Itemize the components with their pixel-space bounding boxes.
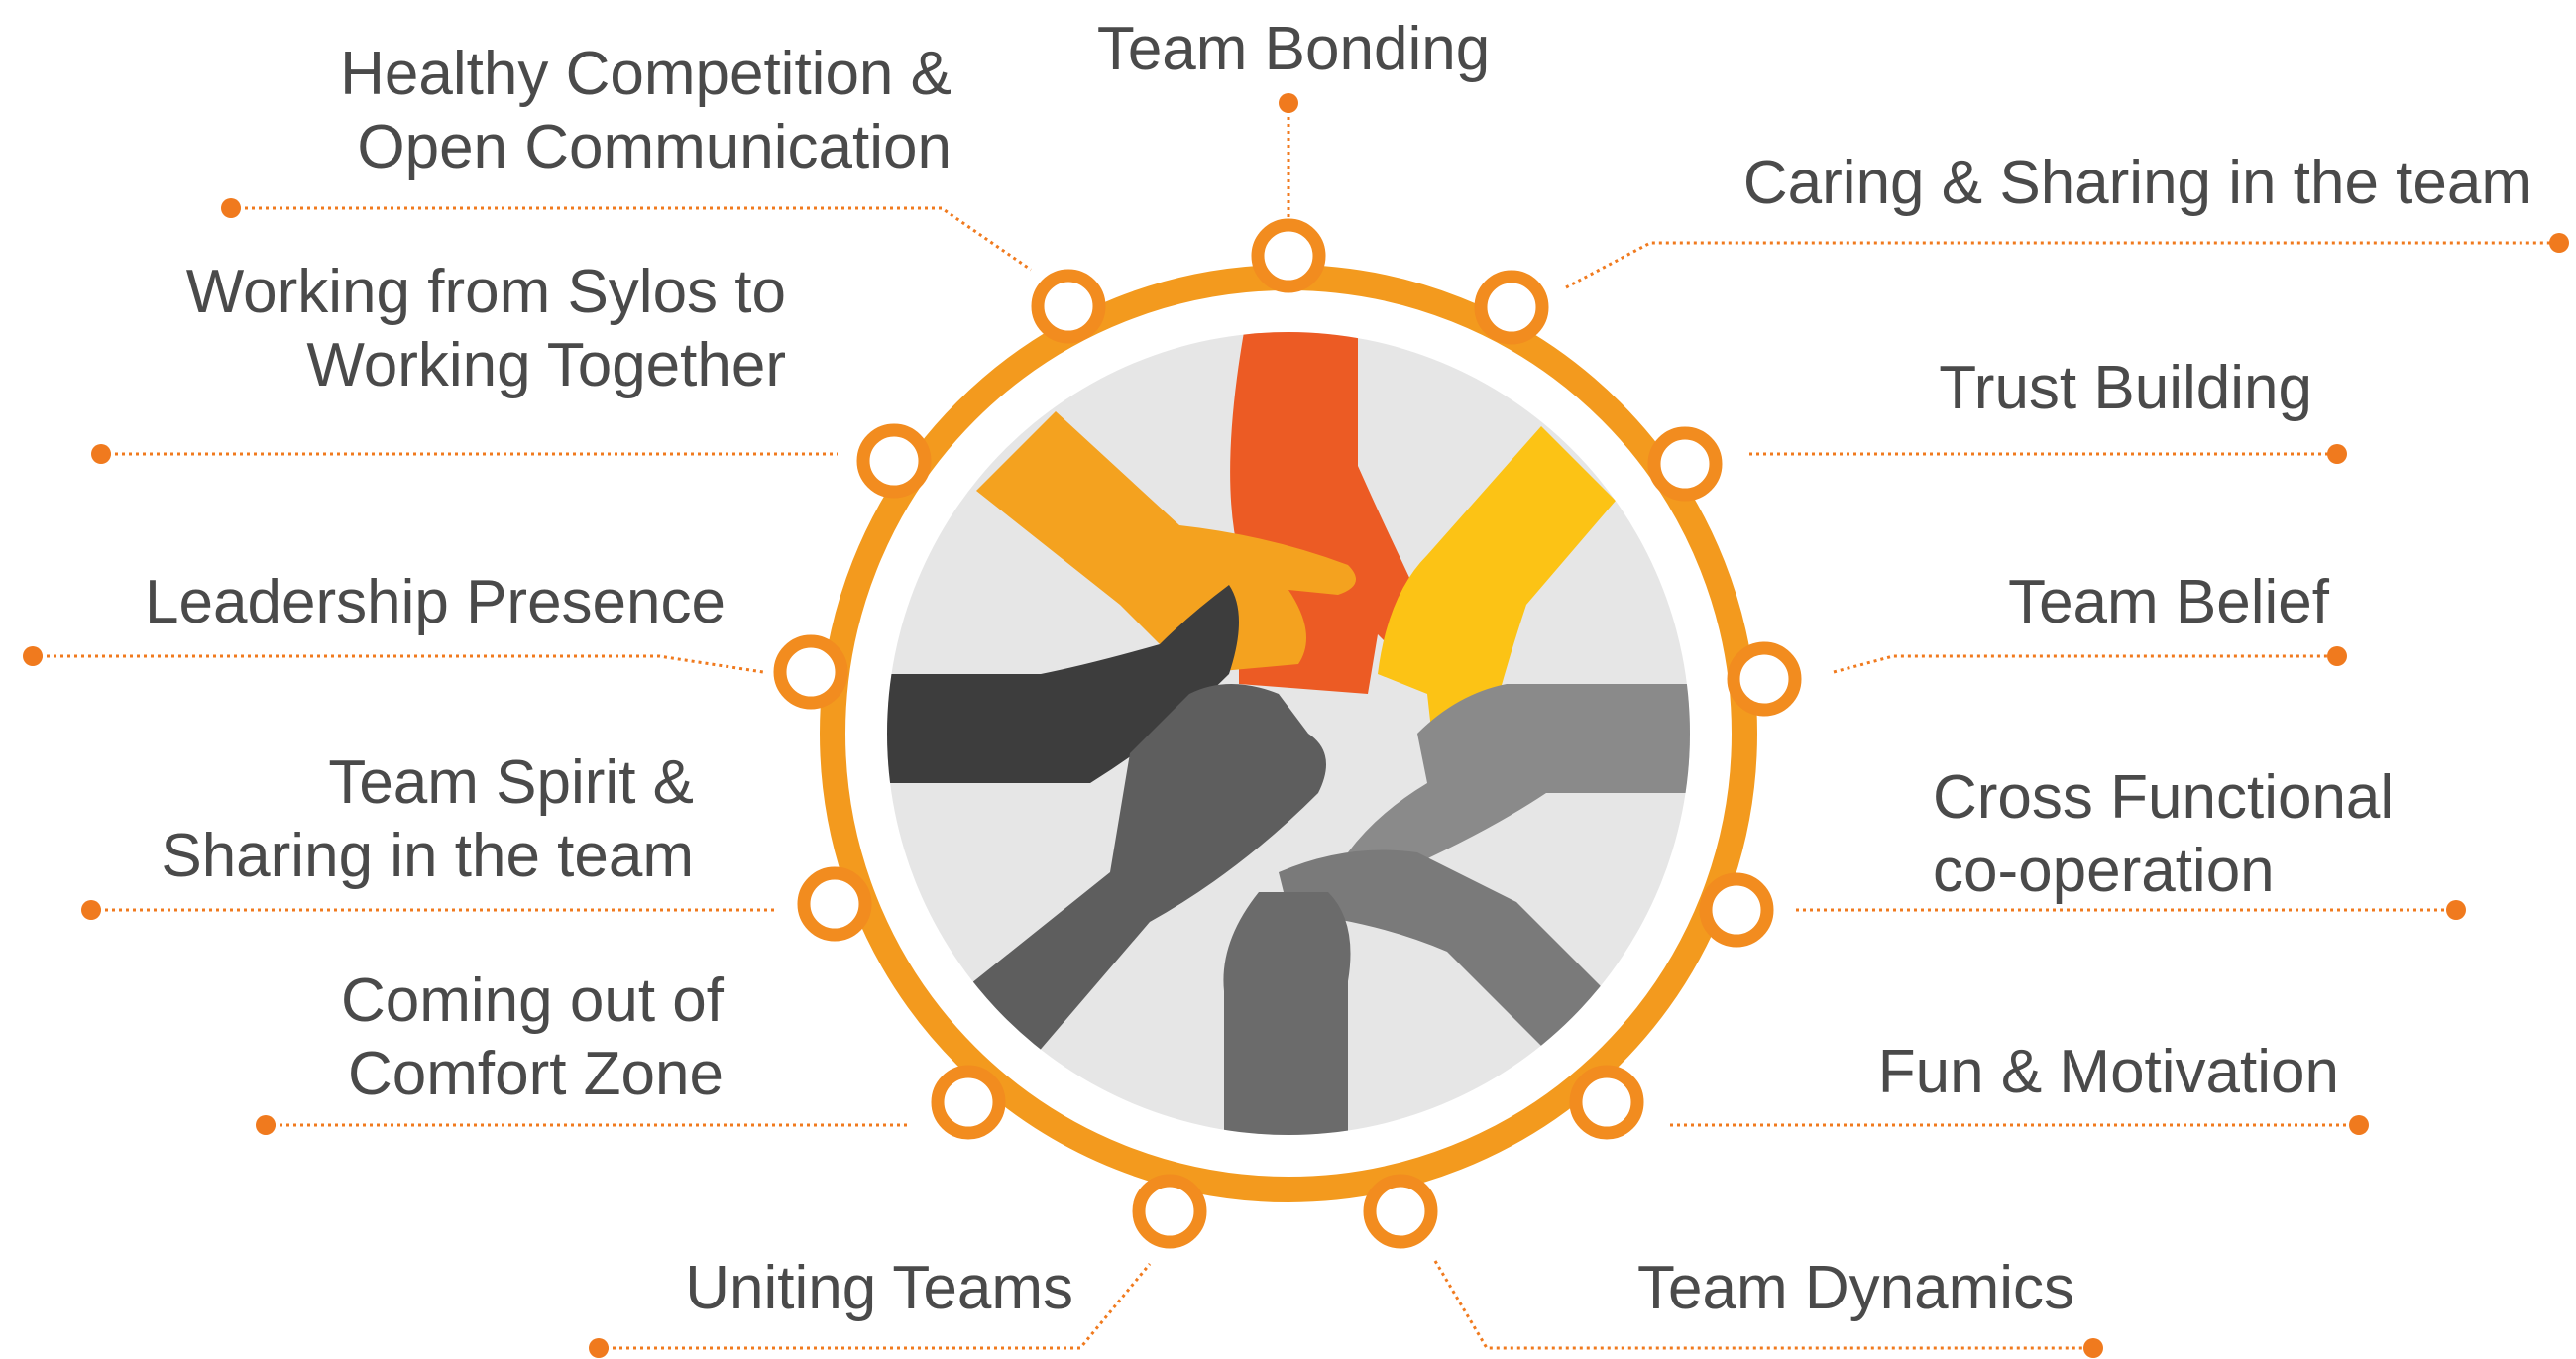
ring-node-uniting-teams [1132, 1174, 1207, 1249]
label-team-spirit-line-2: Sharing in the team [161, 822, 694, 890]
label-team-spirit-line-1: Team Spirit & [328, 748, 694, 817]
connectors-group [23, 93, 2569, 1358]
label-trust-building-line-1: Trust Building [1939, 354, 2312, 422]
connector-line-leadership-presence [33, 654, 764, 674]
connector-dot-fun-motivation [2349, 1115, 2369, 1135]
connector-dot-caring-sharing [2549, 233, 2569, 253]
connector-dot-trust-building [2327, 444, 2347, 464]
label-healthy-competition-line-2: Open Communication [357, 113, 952, 181]
ring-node-team-bonding [1251, 218, 1326, 293]
ring-node-caring-sharing [1474, 270, 1549, 345]
label-team-belief-line-1: Team Belief [2008, 568, 2330, 636]
label-team-bonding-line-1: Team Bonding [1097, 15, 1490, 83]
stacked-hands-icon [887, 332, 1690, 1135]
ring-node-working-together [856, 423, 932, 499]
ring-node-leadership-presence [773, 634, 848, 710]
connector-dot-team-spirit [81, 900, 101, 920]
ring-node-healthy-competition [1031, 269, 1106, 344]
label-team-dynamics-line-1: Team Dynamics [1637, 1254, 2074, 1322]
label-working-together-line-1: Working from Sylos to [186, 258, 786, 326]
label-comfort-zone-line-2: Comfort Zone [348, 1040, 724, 1108]
label-cross-functional-line-1: Cross Functional [1933, 763, 2394, 832]
label-uniting-teams-line-1: Uniting Teams [685, 1254, 1073, 1322]
labels-group: Team Bonding Healthy Competition &Open Co… [145, 15, 2532, 1322]
label-caring-sharing-line-1: Caring & Sharing in the team [1743, 149, 2532, 217]
connector-dot-team-belief [2327, 646, 2347, 666]
label-fun-motivation-line-1: Fun & Motivation [1878, 1038, 2339, 1106]
label-leadership-presence-line-1: Leadership Presence [145, 568, 726, 636]
ring-node-team-spirit [797, 866, 872, 942]
ring-nodes-group [773, 218, 1802, 1249]
ring-node-cross-functional [1699, 872, 1774, 948]
connector-dot-team-bonding [1279, 93, 1298, 113]
label-working-together-line-2: Working Together [306, 331, 786, 399]
ring-node-trust-building [1647, 426, 1723, 502]
ring-node-team-belief [1727, 641, 1802, 717]
label-healthy-competition-line-1: Healthy Competition & [340, 40, 952, 108]
ring-node-fun-motivation [1569, 1065, 1644, 1140]
connector-dot-working-together [91, 444, 111, 464]
connector-line-team-belief [1833, 654, 2337, 674]
connector-dot-leadership-presence [23, 646, 43, 666]
label-cross-functional-line-2: co-operation [1933, 837, 2275, 905]
connector-dot-comfort-zone [256, 1115, 276, 1135]
connector-line-healthy-competition [231, 206, 1032, 272]
label-comfort-zone-line-1: Coming out of [341, 966, 725, 1035]
connector-line-uniting-teams [599, 1263, 1152, 1350]
connector-line-caring-sharing [1565, 241, 2559, 289]
connector-dot-uniting-teams [589, 1338, 609, 1358]
connector-dot-cross-functional [2446, 900, 2466, 920]
ring-node-comfort-zone [931, 1065, 1006, 1140]
connector-dot-team-dynamics [2083, 1338, 2103, 1358]
connector-dot-healthy-competition [221, 198, 241, 218]
ring-node-team-dynamics [1363, 1174, 1438, 1249]
